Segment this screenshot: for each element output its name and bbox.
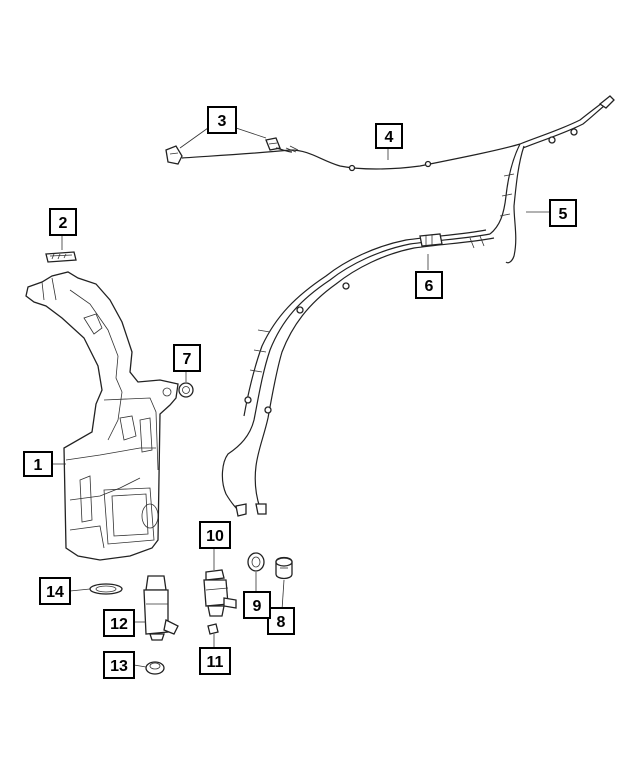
pump-grommet-front <box>207 623 219 635</box>
rear-washer-pump <box>143 575 179 641</box>
callout-7: 7 <box>173 344 201 372</box>
callout-10: 10 <box>199 521 231 549</box>
callout-10-label: 10 <box>206 528 224 545</box>
callout-6: 6 <box>415 271 443 299</box>
callout-1: 1 <box>23 451 53 477</box>
callout-12: 12 <box>103 609 135 637</box>
callout-14: 14 <box>39 577 71 605</box>
callout-2-label: 2 <box>59 215 68 232</box>
callout-6-label: 6 <box>425 278 434 295</box>
callout-9-label: 9 <box>253 598 262 615</box>
washer-hose-assembly <box>221 229 495 517</box>
level-sensor <box>275 556 293 580</box>
callout-13: 13 <box>103 651 135 679</box>
callout-3: 3 <box>207 106 237 134</box>
filler-cap <box>45 251 77 263</box>
callout-11-label: 11 <box>207 654 224 671</box>
callout-8-label: 8 <box>277 614 286 631</box>
callout-13-label: 13 <box>110 658 128 675</box>
washer-nozzles <box>165 137 281 165</box>
callout-5-label: 5 <box>559 206 568 223</box>
callout-11: 11 <box>199 647 231 675</box>
washer-reservoir <box>25 271 179 561</box>
hood-washer-hose <box>181 143 521 172</box>
callout-4: 4 <box>375 123 403 149</box>
sensor-seal <box>247 552 265 572</box>
callout-4-label: 4 <box>385 129 394 146</box>
callout-9: 9 <box>243 591 271 619</box>
callout-5: 5 <box>549 199 577 227</box>
callout-12-label: 12 <box>110 616 128 633</box>
grommet <box>178 382 194 398</box>
callout-1-label: 1 <box>34 457 43 474</box>
callout-3-label: 3 <box>218 113 227 130</box>
callout-2: 2 <box>49 208 77 236</box>
pump-seal <box>89 583 123 595</box>
callout-14-label: 14 <box>46 584 64 601</box>
rear-washer-hose <box>489 95 615 264</box>
leader-lines <box>52 127 550 668</box>
front-washer-pump <box>203 569 237 617</box>
pump-grommet-rear <box>145 661 165 675</box>
callout-8: 8 <box>267 607 295 635</box>
callout-7-label: 7 <box>183 351 192 368</box>
